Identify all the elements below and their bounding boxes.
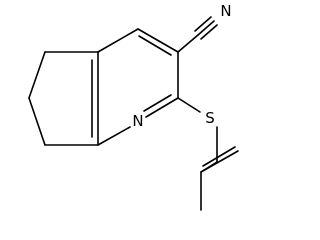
bond-c6-c7 [28, 97, 46, 146]
bond-c3-cn [177, 34, 199, 53]
chemical-structure-diagram: N N S [28, 2, 239, 211]
bond-n1-c7a [97, 126, 131, 146]
bond-c4-c3-inner [138, 35, 172, 56]
bond-cn-triple-2 [194, 16, 212, 32]
bond-c4a-c4 [97, 28, 139, 53]
atom-label-s: S [205, 109, 215, 127]
bond-cn-triple-3 [200, 24, 218, 40]
bond-c4-c3 [137, 28, 179, 53]
bond-c2-n1 [145, 97, 179, 118]
bond-c2-n1-inner [143, 94, 172, 112]
atom-label-nitrile-n: N [220, 2, 231, 20]
bond-c-ch2-inner [202, 146, 236, 167]
bond-c2-s [177, 97, 201, 113]
bond-cn-triple-1 [197, 20, 215, 36]
atom-label-ring-n: N [132, 112, 143, 130]
bond-c5-c6 [28, 51, 46, 99]
bond-c-ch2 [200, 150, 239, 173]
